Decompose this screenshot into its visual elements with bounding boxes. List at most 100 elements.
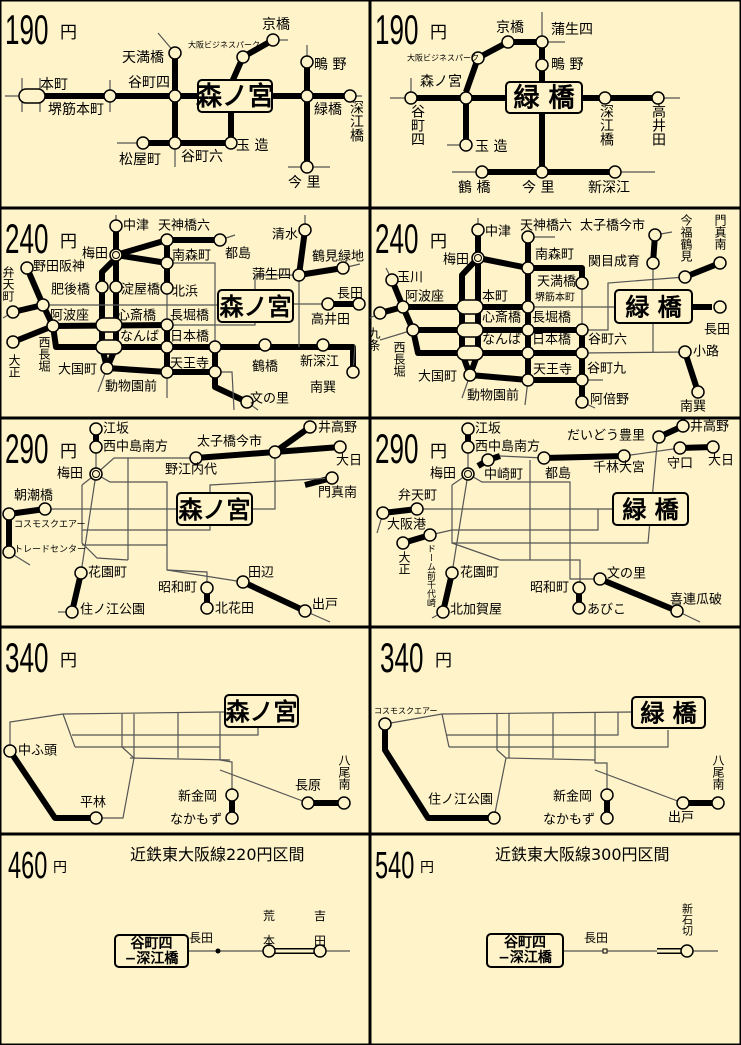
fare-amount: 240 [5, 216, 48, 263]
station-marker [673, 441, 687, 455]
station-label: 清水 [272, 228, 298, 243]
station-label: 中津 [123, 219, 149, 234]
station-label: 北浜 [172, 285, 198, 300]
origin-station-name: 緑 橋 [513, 83, 575, 114]
station-marker [65, 605, 79, 619]
station-marker [298, 223, 312, 237]
station-label: なんば [482, 333, 521, 348]
fare-amount: 290 [5, 426, 48, 473]
route-segment-thick [212, 347, 249, 405]
fare-yen-unit: 円 [430, 23, 447, 43]
station-label: 太子橋今市 [197, 434, 262, 450]
station-label: 堺筋本町 [48, 101, 104, 118]
station-label: 西長堀 [392, 341, 406, 378]
station-marker [95, 280, 109, 294]
station-marker [713, 256, 727, 270]
station-marker [410, 502, 424, 516]
station-marker [652, 430, 666, 444]
station-marker [423, 528, 437, 542]
route-segment-thin [9, 711, 221, 751]
station-marker [213, 233, 227, 247]
origin-station-box [612, 492, 689, 526]
station-marker [109, 280, 123, 294]
origin-station-name: −深江橋 [125, 950, 180, 967]
station-label: 江坂 [103, 422, 129, 437]
station-label: 深江橋 [348, 100, 364, 142]
station-label: 京橋 [262, 17, 290, 33]
station-marker [459, 138, 473, 152]
station-label: 長田 [337, 287, 363, 302]
fare-amount: 340 [5, 635, 48, 682]
station-marker [266, 33, 280, 47]
origin-station-name: 緑 橋 [640, 700, 697, 728]
section-title: 近鉄東大阪線300円区間 [495, 845, 670, 864]
route-segment-thick [274, 444, 341, 455]
station-marker [200, 601, 214, 615]
fare-amount: 190 [5, 7, 48, 54]
fare-amount: 460 [8, 843, 47, 886]
station-label: 玉 造 [475, 139, 507, 155]
route-segment-thin [62, 713, 76, 748]
station-label: 大国町 [418, 370, 457, 385]
station-label: 南森町 [172, 248, 211, 264]
interchange-station-marker [95, 339, 123, 355]
route-segment-thick [477, 255, 585, 283]
station-label: 大阪ビジネスパーク [407, 53, 479, 63]
station-marker [343, 89, 357, 103]
station-marker [38, 502, 52, 516]
station-marker [436, 605, 450, 619]
station-marker [316, 338, 330, 352]
origin-station-box [505, 81, 583, 114]
station-marker [535, 58, 549, 72]
station-marker [301, 796, 315, 810]
station-label: 小路 [693, 344, 719, 360]
station-label: 鶴 橋 [458, 179, 490, 196]
fare-amount: 340 [380, 635, 423, 682]
station-label: 玉 造 [236, 138, 268, 154]
fare-yen-unit: 円 [60, 232, 77, 252]
origin-station-name: 谷町四 [504, 935, 546, 951]
station-marker [648, 228, 662, 242]
station-label: 大国町 [58, 363, 97, 378]
station-marker [445, 566, 459, 580]
route-segment-thin [95, 473, 244, 583]
station-label: 花園町 [88, 565, 127, 581]
station-marker [396, 300, 410, 314]
station-label: 森ノ宮 [420, 74, 462, 90]
station-label: 鶴見緑地 [312, 249, 364, 265]
station-marker [300, 89, 314, 103]
route-segment-thin [499, 455, 545, 459]
station-label: 出戸 [668, 811, 694, 826]
fare-amount: 240 [375, 216, 418, 263]
route-segment-thin [129, 757, 231, 761]
station-marker [575, 346, 589, 360]
interchange-station-marker [456, 345, 484, 361]
station-marker [670, 604, 684, 618]
station-label: 新金岡 [553, 789, 592, 805]
origin-station-box [197, 79, 273, 113]
station-marker [74, 566, 88, 580]
station-label: 新深江 [588, 180, 630, 196]
fare-amount: 290 [375, 426, 418, 473]
station-label: 心斎橋 [117, 308, 156, 324]
route-segment-thick [682, 351, 701, 393]
station-label: 堺筋本町 [535, 291, 575, 304]
station-label: 西長堀 [37, 336, 51, 373]
station-label: 大正 [7, 354, 21, 378]
station-marker [461, 422, 475, 436]
station-label: 長田 [584, 931, 608, 945]
fare-yen-unit: 円 [53, 860, 67, 876]
station-marker [225, 788, 239, 802]
station-label: 守口 [667, 457, 693, 472]
station-label: 本 [263, 934, 275, 948]
station-label: 出戸 [312, 598, 338, 613]
station-label: 喜連瓜破 [670, 593, 722, 608]
route-segment-thick [11, 323, 55, 345]
station-marker [463, 368, 477, 382]
station-marker [600, 811, 614, 825]
station-label: 天満橋 [122, 50, 164, 66]
station-label: 谷町四 [409, 104, 425, 146]
station-label: 梅田 [82, 247, 108, 262]
station-marker [572, 581, 586, 595]
